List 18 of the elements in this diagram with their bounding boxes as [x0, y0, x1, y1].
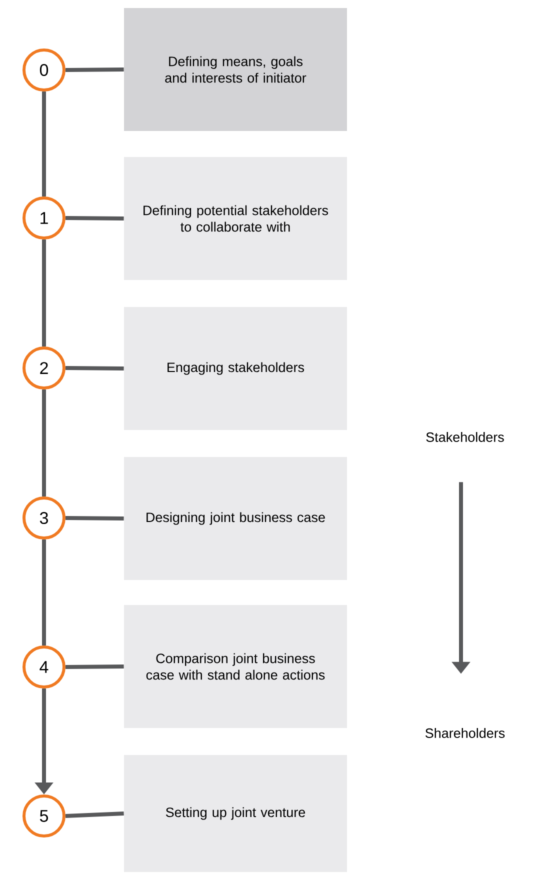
step-box: Engaging stakeholders: [124, 307, 347, 430]
step-box: Defining means, goals and interests of initiator: [124, 8, 347, 131]
connector-line: [65, 664, 124, 669]
step-box: Comparison joint business case with stand alone actions: [124, 605, 347, 728]
step-box: Designing joint business case: [124, 457, 347, 580]
step-box: Defining potential stakeholders to collaborate with: [124, 157, 347, 280]
connector-line: [65, 68, 124, 72]
timeline-line: [42, 240, 46, 346]
timeline-line: [42, 540, 46, 646]
connector-line: [65, 516, 124, 520]
step-box: Setting up joint venture: [124, 755, 347, 872]
timeline-line: [42, 390, 46, 496]
connector-line: [65, 216, 124, 220]
connector-line: [65, 366, 124, 370]
timeline-line: [42, 92, 46, 196]
connector-line: [65, 812, 124, 818]
side-label: Shareholders: [425, 728, 505, 738]
side-label: Stakeholders: [426, 432, 504, 442]
